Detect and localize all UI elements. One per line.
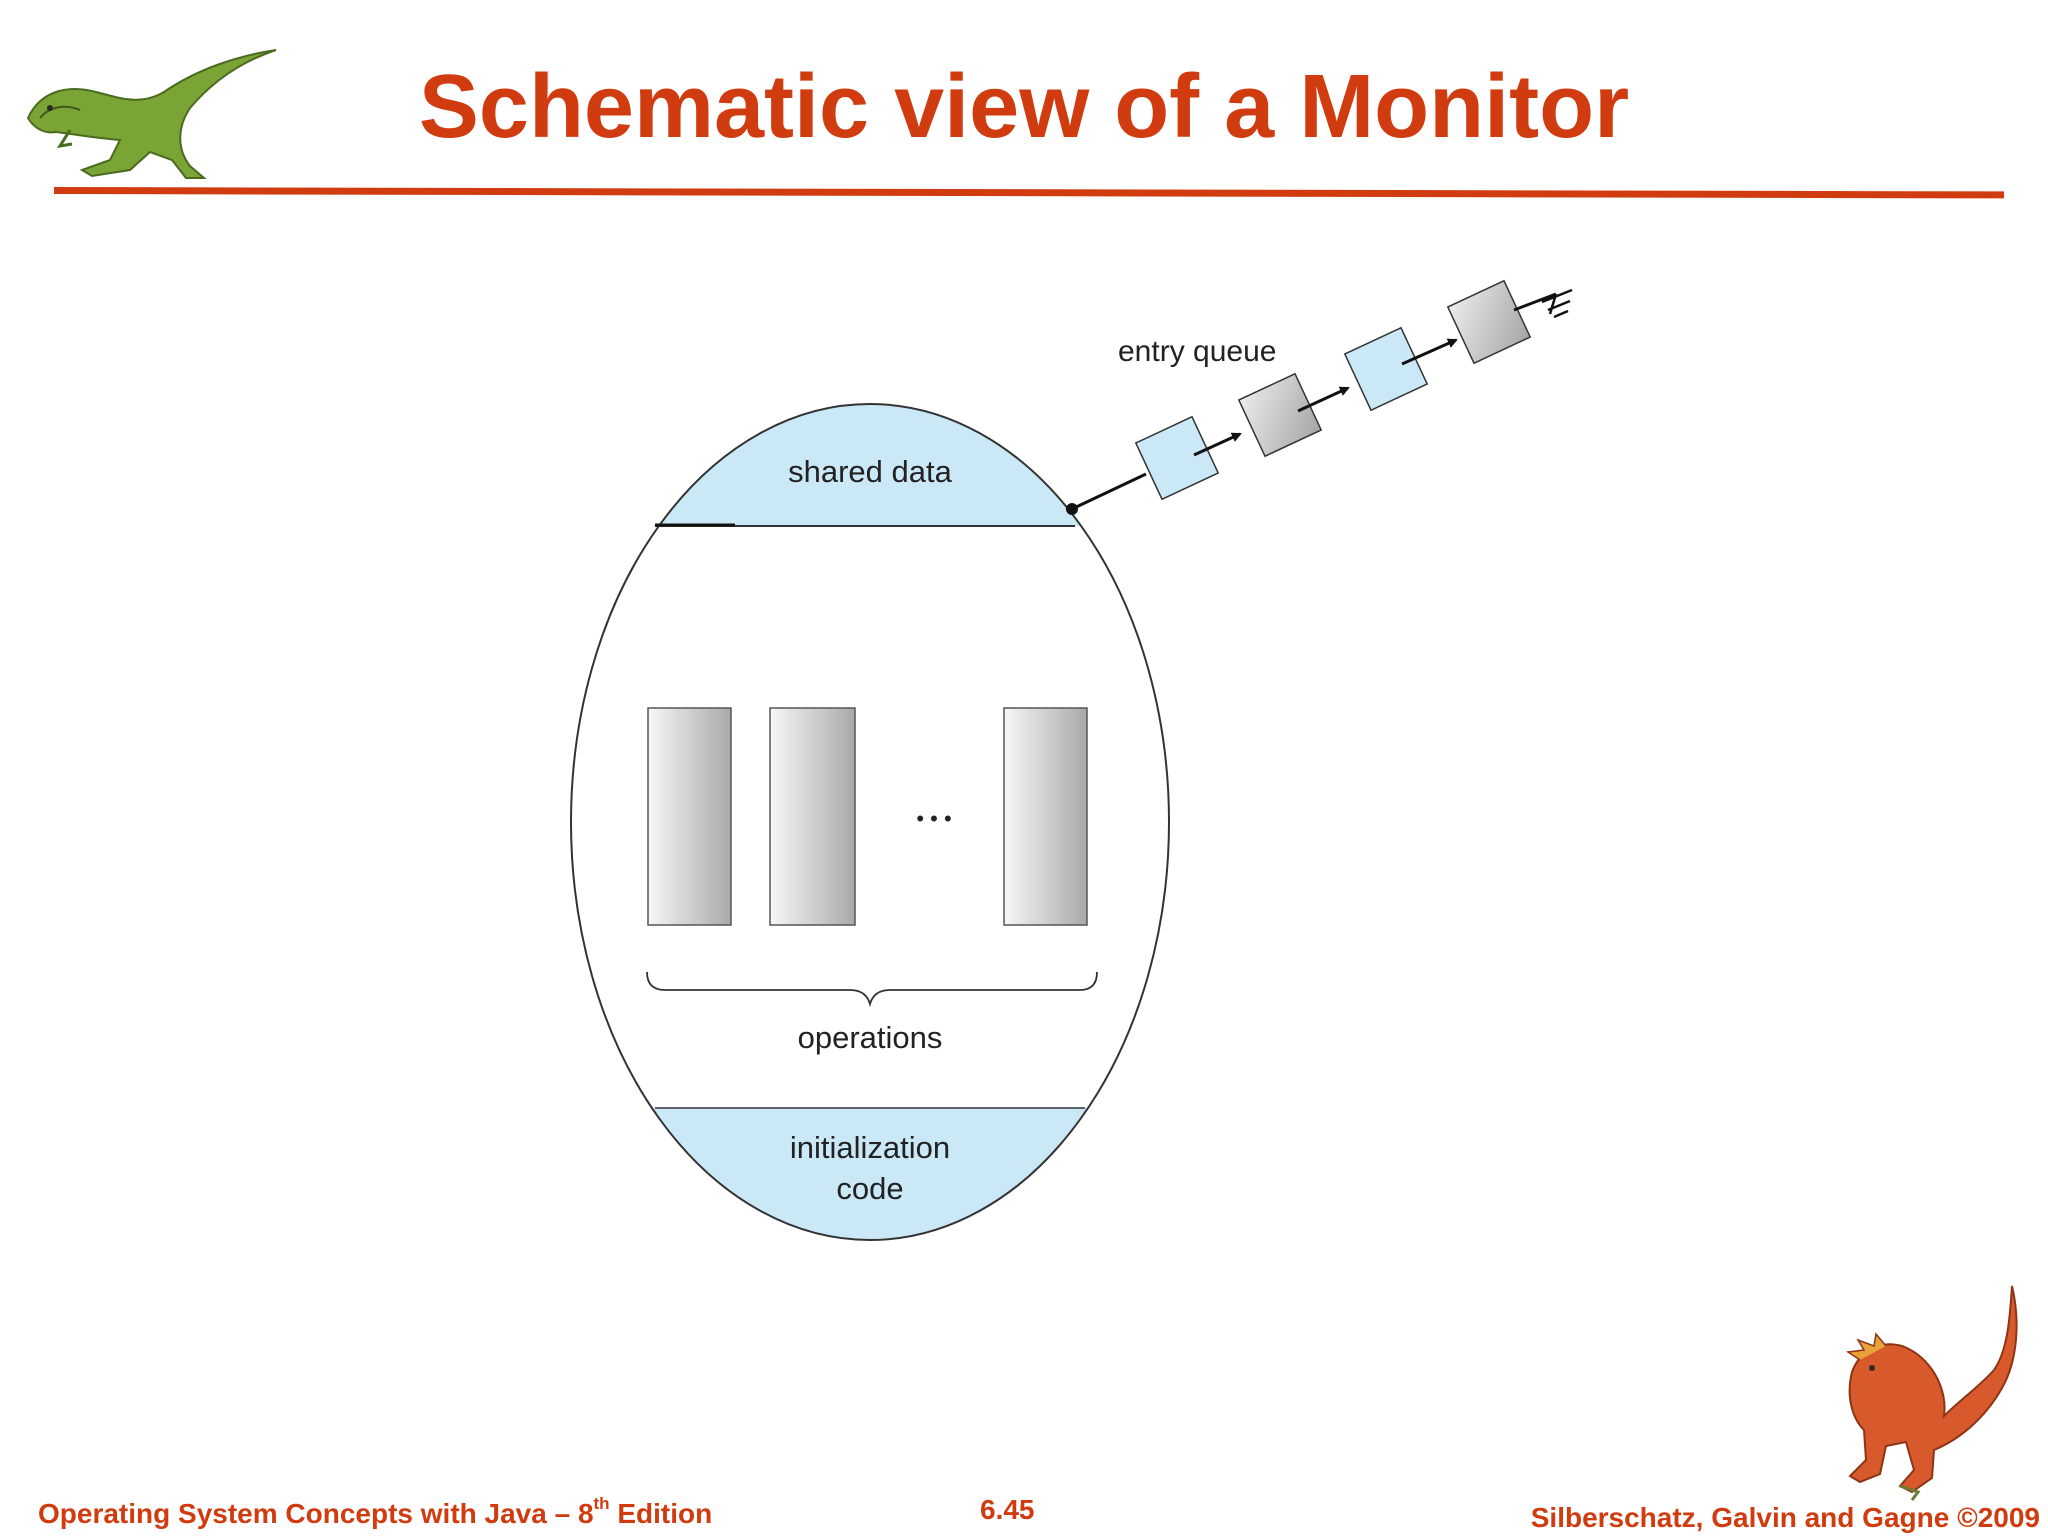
queue-node	[1343, 326, 1429, 412]
operation-box	[1003, 707, 1088, 926]
footer-book-title: Operating System Concepts with Java – 8t…	[38, 1494, 713, 1530]
footer-book-title-suffix: Edition	[609, 1498, 713, 1529]
queue-node	[1446, 279, 1532, 365]
operations-group: • • •	[646, 707, 1098, 1008]
initialization-label-line2: code	[836, 1171, 903, 1206]
shared-data-label: shared data	[788, 454, 952, 489]
dinosaur-logo	[26, 49, 277, 179]
footer-authors: Silberschatz, Galvin and Gagne ©2009	[1530, 1502, 2040, 1533]
initialization-label-line1: initialization	[790, 1130, 950, 1165]
queue-end-ground-icon	[1541, 288, 1573, 319]
operations-label: operations	[798, 1020, 943, 1055]
operation-box	[769, 707, 856, 926]
entry-queue	[1066, 279, 1573, 515]
slide-title: Schematic view of a Monitor	[418, 57, 1630, 157]
operations-brace	[646, 971, 1098, 1008]
red-dinosaur-logo	[1845, 1285, 2018, 1501]
queue-node	[1134, 415, 1220, 501]
operations-ellipsis: • • •	[916, 806, 951, 831]
footer-book-title-superscript: th	[593, 1494, 610, 1513]
footer-book-title-prefix: Operating System Concepts with Java – 8	[38, 1498, 594, 1529]
operation-box	[647, 707, 732, 926]
queue-node	[1237, 372, 1323, 458]
entry-queue-label: entry queue	[1118, 335, 1276, 368]
footer-page-number: 6.45	[980, 1494, 1035, 1525]
